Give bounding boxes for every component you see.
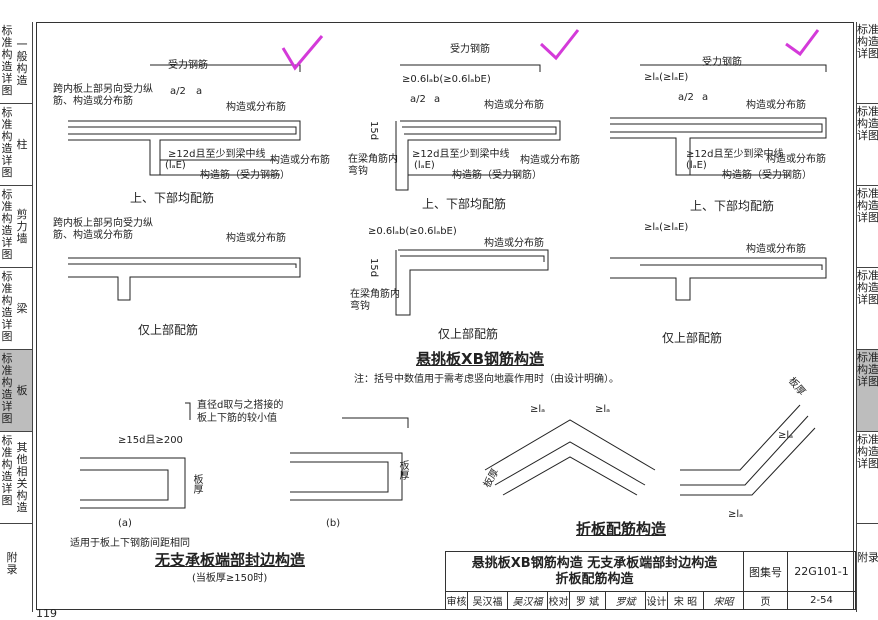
zb-la3: ≥lₐ xyxy=(778,430,794,441)
zb-la2: ≥lₐ xyxy=(595,404,611,415)
set-number: 22G101-1 xyxy=(788,552,855,592)
main-title: 悬挑板XB钢筋构造 xyxy=(416,350,544,368)
review-label: 审核 xyxy=(446,592,468,609)
check-label: 校对 xyxy=(548,592,570,609)
d2-12d: ≥12d且至少到梁中线 xyxy=(412,149,510,160)
sidebar-item-shear-wall[interactable]: 标准构造详图 剪力墙 xyxy=(0,186,32,268)
d1-12d: ≥12d且至少到梁中线 xyxy=(168,149,266,160)
d4-caption: 仅上部配筋 xyxy=(138,323,199,337)
d2-06: ≥0.6lₐb(≥0.6lₐbE) xyxy=(402,74,491,85)
d1-lae: (lₐE) xyxy=(165,160,186,171)
set-label: 图集号 xyxy=(744,552,788,592)
page-value: 2-54 xyxy=(810,595,833,606)
d3-caption: 上、下部均配筋 xyxy=(690,199,775,213)
zb-title: 折板配筋构造 xyxy=(576,520,667,538)
d1-top-label: 受力钢筋 xyxy=(168,60,208,71)
sidebar-item-general[interactable]: 标准构造详图 一般构造 xyxy=(0,22,32,104)
d3-top-label: 受力钢筋 xyxy=(702,57,742,68)
d5-06: ≥0.6lₐb(≥0.6lₐbE) xyxy=(368,226,457,237)
d6-la: ≥lₐ(≥lₐE) xyxy=(644,222,689,233)
d1-bottom: 构造筋（受力钢筋） xyxy=(200,170,290,181)
checker-name: 罗 斌 xyxy=(570,592,606,609)
d1-caption: 上、下部均配筋 xyxy=(130,191,215,205)
sidebar-r-item[interactable]: 标准构造详图 xyxy=(857,432,878,524)
designer-name: 宋 昭 xyxy=(668,592,704,609)
sidebar-r-item[interactable]: 标准构造详图 xyxy=(857,186,878,268)
wz-sub: (当板厚≥150时) xyxy=(192,573,268,584)
d2-a: a xyxy=(434,94,441,105)
wz-title: 无支承板端部封边构造 xyxy=(155,551,306,569)
sidebar-r-item[interactable]: 标准构造详图 xyxy=(857,350,878,432)
d3-gz2: 构造或分布筋 xyxy=(766,154,826,165)
d1-note: 跨内板上部另向受力纵筋、构造或分布筋 xyxy=(53,84,153,107)
d5-caption: 仅上部配筋 xyxy=(438,327,499,341)
sidebar-item-column[interactable]: 标准构造详图 柱 xyxy=(0,104,32,186)
d3-a2: a/2 xyxy=(678,92,694,103)
wz-b: (b) xyxy=(326,518,341,529)
sidebar-item-other[interactable]: 标准构造详图 其他相关构造 xyxy=(0,432,32,524)
d3-bottom: 构造筋（受力钢筋） xyxy=(722,170,812,181)
checker-signature: 罗斌 xyxy=(606,592,646,609)
wz-a: (a) xyxy=(118,518,132,529)
d2-a2: a/2 xyxy=(410,94,426,105)
reviewer-signature: 吴汉福 xyxy=(508,592,548,609)
d1-a2: a/2 xyxy=(170,86,186,97)
d5-gz: 构造或分布筋 xyxy=(484,238,544,249)
d4-gz: 构造或分布筋 xyxy=(226,233,286,244)
sidebar-r-item[interactable]: 标准构造详图 xyxy=(857,268,878,350)
d2-gz2: 构造或分布筋 xyxy=(520,155,580,166)
d5-corner: 在梁角筋内弯钩 xyxy=(350,289,400,312)
d3-12d: ≥12d且至少到梁中线 xyxy=(686,149,784,160)
d3-gz1: 构造或分布筋 xyxy=(746,100,806,111)
wz-thick1: 板厚 xyxy=(191,474,202,494)
d3-la: ≥lₐ(≥lₐE) xyxy=(644,72,689,83)
d3-lae: (lₐE) xyxy=(686,160,707,171)
d2-caption: 上、下部均配筋 xyxy=(422,197,507,211)
page-label: 页 xyxy=(744,592,788,609)
d1-gz2: 构造或分布筋 xyxy=(270,155,330,166)
d1-a: a xyxy=(196,86,203,97)
d2-lae: (lₐE) xyxy=(414,160,435,171)
right-sidebar: 标准构造详图 标准构造详图 标准构造详图 标准构造详图 标准构造详图 标准构造详… xyxy=(856,22,878,612)
wz-15d: ≥15d且≥200 xyxy=(118,435,183,446)
page-number: 119 xyxy=(36,607,57,620)
design-label: 设计 xyxy=(646,592,668,609)
main-note: 注：括号中数值用于需考虑竖向地震作用时（由设计明确）。 xyxy=(354,374,619,385)
d1-gz1: 构造或分布筋 xyxy=(226,102,286,113)
d2-top-label: 受力钢筋 xyxy=(450,44,490,55)
check-marks xyxy=(281,29,820,71)
d4-note: 跨内板上部另向受力纵筋、构造或分布筋 xyxy=(53,218,153,241)
d3-a: a xyxy=(702,92,709,103)
wz-note: 直径d取与之搭接的板上下筋的较小值 xyxy=(197,400,284,424)
reviewer-name: 吴汉福 xyxy=(468,592,508,609)
sidebar-r-item[interactable]: 标准构造详图 xyxy=(857,104,878,186)
sidebar-item-slab[interactable]: 标准构造详图 板 xyxy=(0,350,32,432)
sidebar-r-item[interactable]: 标准构造详图 xyxy=(857,22,878,104)
left-sidebar: 标准构造详图 一般构造 标准构造详图 柱 标准构造详图 剪力墙 标准构造详图 梁… xyxy=(0,22,33,612)
d5-15d: 15d xyxy=(368,258,379,278)
d2-15d: 15d xyxy=(368,121,379,141)
d2-corner: 在梁角筋内弯钩 xyxy=(348,154,398,177)
zb-la4: ≥lₐ xyxy=(728,509,744,520)
d2-gz1: 构造或分布筋 xyxy=(484,100,544,111)
d6-gz: 构造或分布筋 xyxy=(746,244,806,255)
sidebar-r-item[interactable]: 附录 xyxy=(857,551,878,564)
wz-apply: 适用于板上下钢筋间距相同 xyxy=(70,538,190,549)
designer-signature: 宋昭 xyxy=(704,592,744,609)
d6-caption: 仅上部配筋 xyxy=(662,331,723,345)
wz-thick2: 板厚 xyxy=(397,460,408,480)
title-block-title: 悬挑板XB钢筋构造 无支承板端部封边构造 折板配筋构造 xyxy=(446,552,744,592)
sidebar-item-beam[interactable]: 标准构造详图 梁 xyxy=(0,268,32,350)
title-block: 悬挑板XB钢筋构造 无支承板端部封边构造 折板配筋构造 图集号 22G101-1… xyxy=(445,551,856,610)
sidebar-item-appendix[interactable]: 附录 xyxy=(6,551,18,576)
zb-la1: ≥lₐ xyxy=(530,404,546,415)
d2-bottom: 构造筋（受力钢筋） xyxy=(452,170,542,181)
